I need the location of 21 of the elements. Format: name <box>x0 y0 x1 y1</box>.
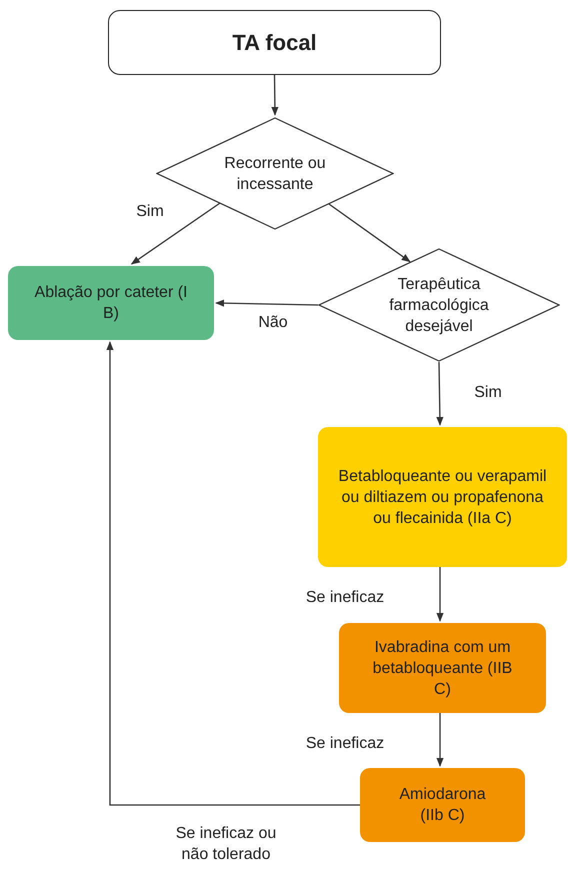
node-text: TA focal <box>231 30 318 56</box>
process-box <box>360 768 525 842</box>
node-text: Ablação por cateter (I B) <box>34 283 188 324</box>
arrow <box>130 202 221 265</box>
arrow <box>436 362 444 426</box>
process-box <box>339 623 546 713</box>
node-text: Betabloqueante ou verapamil ou diltiazem ou propafenona ou flecainida (IIa C) <box>337 466 548 528</box>
start-box <box>108 10 441 75</box>
node-text: Recorrente ou incessante <box>223 154 327 194</box>
arrow <box>215 300 318 307</box>
process-box <box>318 427 567 567</box>
node-text: Ivabradina com um betabloqueante (IIB C) <box>372 638 514 700</box>
process-box <box>8 266 214 340</box>
node-text: Terapêutica farmacológica desejável <box>388 274 490 336</box>
arrow <box>271 75 279 116</box>
arrow <box>436 567 444 622</box>
arrow <box>106 341 360 806</box>
node-text: Amiodarona (IIb C) <box>398 785 487 826</box>
decision-diamond <box>318 248 560 362</box>
arrow <box>436 713 444 767</box>
arrow <box>326 202 411 262</box>
